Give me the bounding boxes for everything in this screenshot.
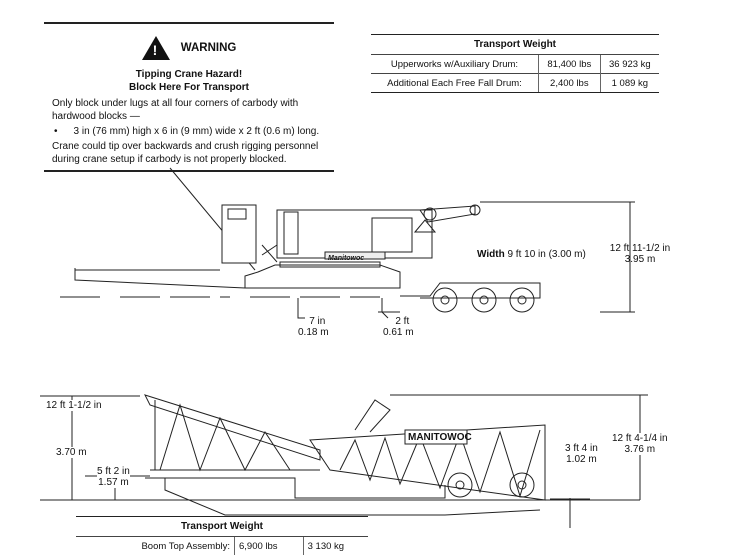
warning-subtitle-2: Block Here For Transport xyxy=(128,82,250,93)
item-cell: Additional Each Free Fall Drum: xyxy=(371,73,539,93)
height-ft: 12 ft 11-1/2 in xyxy=(609,243,671,254)
warning-bullet-text: 3 in (76 mm) high x 6 in (9 mm) wide x 2… xyxy=(73,126,320,137)
item-cell: Boom Top Assembly: xyxy=(76,536,235,555)
warning-subtitle: Tipping Crane Hazard! xyxy=(135,69,243,80)
width-value: 9 ft 10 in (3.00 m) xyxy=(507,249,586,260)
clearance-ft: 7 in xyxy=(309,316,326,327)
manitowoc-logo xyxy=(324,251,386,260)
table-title: Transport Weight xyxy=(76,516,368,537)
kg-cell: 3 130 kg xyxy=(302,536,368,555)
lbs-cell: 81,400 lbs xyxy=(537,54,601,74)
right-height-ft: 12 ft 4-1/4 in xyxy=(612,433,668,444)
width-label: Width xyxy=(477,249,505,260)
warning-title: WARNING xyxy=(180,42,237,54)
boom-brand-label: MANITOWOC xyxy=(408,432,472,443)
rear-deck-ft: 3 ft 4 in xyxy=(565,443,598,454)
width-dimension: Width 9 ft 10 in (3.00 m) xyxy=(477,249,586,260)
rear-deck-m: 1.02 m xyxy=(566,454,597,465)
upperworks-drawing xyxy=(60,201,635,319)
manitowoc-boom-logo xyxy=(404,429,468,445)
warning-intro: Only block under lugs at all four corner… xyxy=(52,98,299,122)
boom-left-height-m: 3.70 m xyxy=(56,447,87,458)
deck-ft: 5 ft 2 in xyxy=(97,466,130,477)
transport-weight-table-upperworks: Transport Weight Upperworks w/Auxiliary … xyxy=(371,34,659,93)
warning-box: ! WARNING Tipping Crane Hazard! Block He… xyxy=(44,22,334,172)
clearance-m: 0.18 m xyxy=(298,327,329,338)
crane-brand-label: Manitowoc xyxy=(328,255,365,262)
transport-weight-table-boom-top: Transport Weight Boom Top Assembly: 6,90… xyxy=(76,516,368,555)
height-m: 3.95 m xyxy=(624,254,656,265)
deck-ft: 2 ft xyxy=(395,316,410,327)
warning-consequence: Crane could tip over backwards and crush… xyxy=(52,141,319,165)
warning-triangle-icon: ! xyxy=(141,36,170,60)
boom-left-height-ft: 12 ft 1-1/2 in xyxy=(46,400,102,411)
warning-bullet: •3 in (76 mm) high x 6 in (9 mm) wide x … xyxy=(54,126,320,137)
right-height-m: 3.76 m xyxy=(624,444,656,455)
table-row: Additional Each Free Fall Drum: 2,400 lb… xyxy=(371,73,659,93)
table-row: Boom Top Assembly: 6,900 lbs 3 130 kg xyxy=(76,536,368,555)
item-cell: Upperworks w/Auxiliary Drum: xyxy=(371,54,539,74)
boom-drawing xyxy=(40,394,648,528)
deck-m: 1.57 m xyxy=(98,477,129,488)
lbs-cell: 6,900 lbs xyxy=(234,536,304,555)
kg-cell: 36 923 kg xyxy=(599,54,659,74)
lbs-cell: 2,400 lbs xyxy=(537,73,601,93)
table-title: Transport Weight xyxy=(371,34,659,55)
table-row: Upperworks w/Auxiliary Drum: 81,400 lbs … xyxy=(371,54,659,74)
kg-cell: 1 089 kg xyxy=(599,73,659,93)
deck-m: 0.61 m xyxy=(383,327,414,338)
